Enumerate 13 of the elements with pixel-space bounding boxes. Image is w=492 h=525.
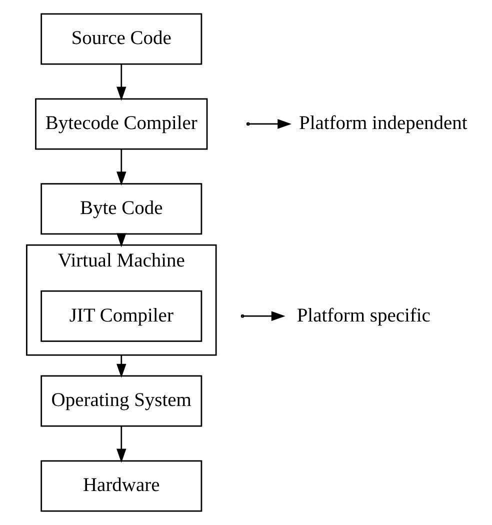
node-box: JIT Compiler xyxy=(40,290,202,342)
node-box: Hardware xyxy=(40,460,202,512)
node-box: Operating System xyxy=(40,375,202,427)
node-box: Source Code xyxy=(40,13,202,65)
node-text: Platform independent xyxy=(299,113,468,134)
arrow xyxy=(116,426,126,463)
arrow xyxy=(116,149,126,186)
arrow xyxy=(244,311,286,321)
node-text: Platform specific xyxy=(296,305,430,326)
arrow xyxy=(116,64,126,101)
arrow xyxy=(249,119,292,129)
node-box: Bytecode Compiler xyxy=(35,98,208,150)
arrow xyxy=(116,355,126,378)
